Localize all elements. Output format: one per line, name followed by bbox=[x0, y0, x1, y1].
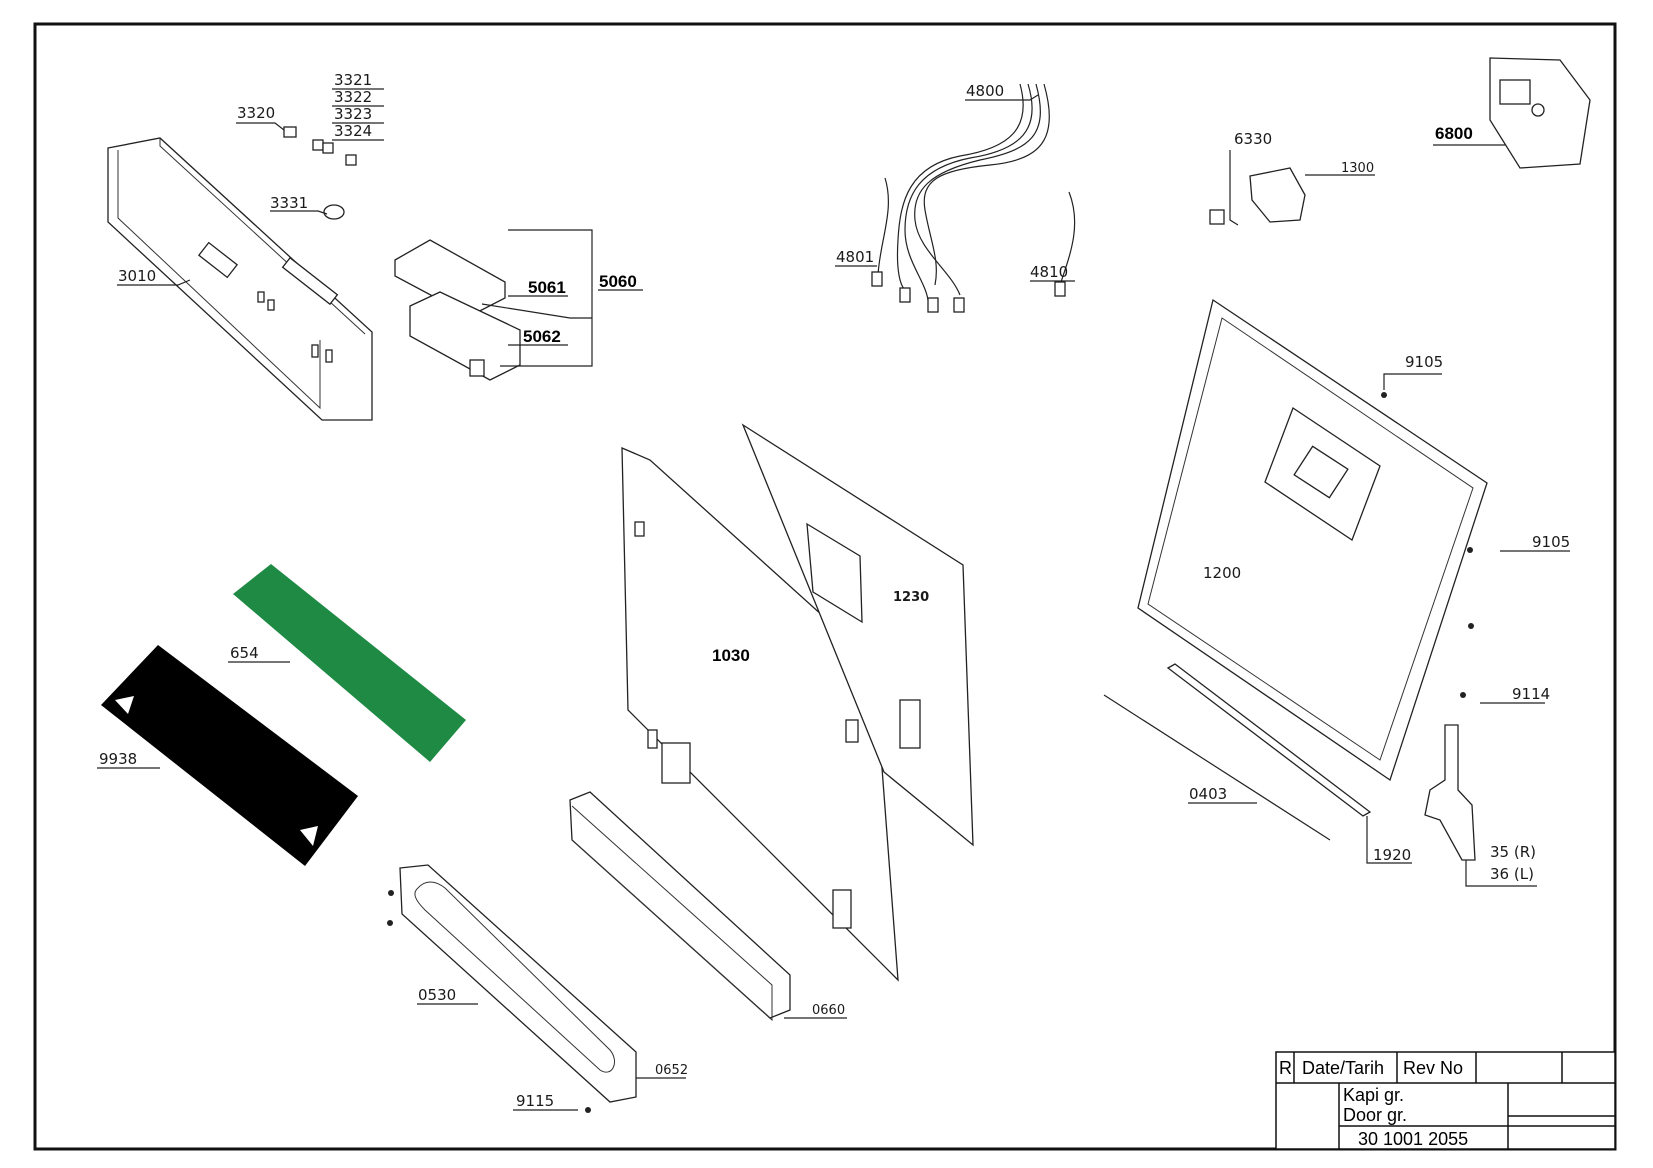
green-insulation-part bbox=[233, 564, 466, 762]
label-4801: 4801 bbox=[836, 248, 874, 266]
title-block bbox=[1275, 1051, 1616, 1150]
label-3322: 3322 bbox=[334, 88, 372, 106]
label-1230: 1230 bbox=[893, 590, 929, 605]
label-9114: 9114 bbox=[1512, 685, 1550, 703]
label-3324: 3324 bbox=[334, 122, 372, 140]
label-9105-top: 9105 bbox=[1405, 353, 1443, 371]
label-5062: 5062 bbox=[523, 327, 561, 346]
gasket-part bbox=[1103, 663, 1372, 841]
label-0403: 0403 bbox=[1189, 785, 1227, 803]
title-block-name-tr: Kapi gr. bbox=[1343, 1085, 1404, 1105]
dispenser-part bbox=[1489, 57, 1591, 169]
label-3323: 3323 bbox=[334, 105, 372, 123]
title-block-rev: Rev No bbox=[1403, 1058, 1463, 1078]
label-3320: 3320 bbox=[237, 104, 275, 122]
title-block-doc-no: 30 1001 2055 bbox=[1358, 1129, 1468, 1149]
label-6800: 6800 bbox=[1435, 124, 1473, 143]
label-0660: 0660 bbox=[812, 1003, 845, 1018]
label-35r: 35 (R) bbox=[1490, 843, 1536, 861]
drawing-frame bbox=[33, 22, 1617, 1151]
label-1200: 1200 bbox=[1203, 564, 1241, 582]
label-654: 654 bbox=[230, 644, 259, 662]
door-lock-part bbox=[1209, 167, 1306, 225]
label-3010: 3010 bbox=[118, 267, 156, 285]
label-9938: 9938 bbox=[99, 750, 137, 768]
label-5060: 5060 bbox=[599, 272, 637, 291]
title-block-r: R bbox=[1279, 1058, 1292, 1078]
insulation-board-part bbox=[741, 423, 974, 847]
title-block-date: Date/Tarih bbox=[1302, 1058, 1384, 1078]
electronic-module-part bbox=[394, 239, 521, 381]
inner-door-part bbox=[1137, 298, 1488, 782]
screw-parts bbox=[387, 392, 1474, 1113]
label-0652: 0652 bbox=[655, 1063, 688, 1078]
black-insulation-part bbox=[101, 645, 358, 866]
label-4810: 4810 bbox=[1030, 263, 1068, 281]
control-panel-part bbox=[107, 137, 373, 421]
handle-bar-part bbox=[399, 864, 637, 1103]
wiring-harness-part bbox=[871, 83, 1076, 313]
label-0530: 0530 bbox=[418, 986, 456, 1004]
button-parts bbox=[283, 126, 357, 220]
label-9105-right: 9105 bbox=[1532, 533, 1570, 551]
label-1030: 1030 bbox=[712, 646, 750, 665]
leader-lines bbox=[97, 88, 1570, 1111]
label-9115: 9115 bbox=[516, 1092, 554, 1110]
label-1920: 1920 bbox=[1373, 846, 1411, 864]
label-1300: 1300 bbox=[1341, 161, 1374, 176]
label-5061: 5061 bbox=[528, 278, 566, 297]
label-3331: 3331 bbox=[270, 194, 308, 212]
label-6330: 6330 bbox=[1234, 130, 1272, 148]
label-4800: 4800 bbox=[966, 82, 1004, 100]
title-block-name-en: Door gr. bbox=[1343, 1105, 1407, 1125]
hinge-part bbox=[1424, 724, 1476, 861]
foam-block-part bbox=[569, 791, 791, 1022]
label-36l: 36 (L) bbox=[1490, 865, 1534, 883]
outer-door-part bbox=[621, 447, 899, 982]
label-3321: 3321 bbox=[334, 71, 372, 89]
